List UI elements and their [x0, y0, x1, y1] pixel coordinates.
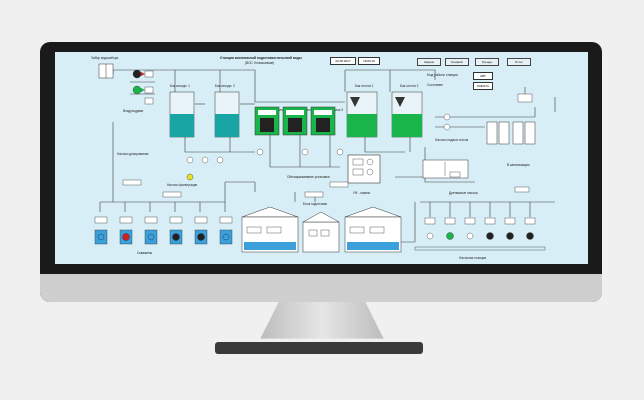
block-prep-label: Блок подготовки — [303, 202, 328, 206]
filtration-pumps-label: Насосы фильтрации — [167, 183, 198, 187]
monitor-chin — [40, 274, 602, 302]
trends-button[interactable]: Тренды — [475, 58, 499, 66]
state-label: Состояние — [427, 83, 443, 87]
page-title: Станция комплексной подготовки питьевой … — [220, 56, 302, 60]
graphs-button[interactable]: Графики — [445, 58, 469, 66]
scada-screen: Станция комплексной подготовки питьевой … — [55, 52, 588, 264]
tank3-label: Бак отстоя 1 — [355, 84, 374, 88]
pump-station-label: Насосная станция — [459, 256, 487, 260]
air-blower-label: Воздуходувки — [123, 109, 144, 113]
mode-label: Мод работы станции — [427, 73, 458, 77]
mode-value[interactable]: АВТ — [473, 72, 493, 80]
time-display: 18:06:19 — [358, 57, 380, 65]
drainage-label: Дренажные насосы — [449, 191, 478, 195]
settler-pumps-label: Насосы подачи отстоя — [435, 138, 469, 142]
alarms-button[interactable]: Аварии — [417, 58, 441, 66]
process-schematic — [94, 63, 556, 253]
uv-label: УФ - лампы — [353, 191, 371, 195]
tank1-label: Бак исходн. 1 — [170, 84, 190, 88]
report-button[interactable]: Отчет — [507, 58, 531, 66]
state-value[interactable]: РАБОТА — [473, 82, 493, 90]
disinfection-label: Обеззараживание установки — [287, 175, 330, 179]
monitor-base — [215, 342, 423, 354]
reagents-label: Насосы дозирования — [117, 152, 149, 156]
monitor-stand — [260, 302, 384, 339]
page-subtitle: (ВОС Успешьевкие) — [245, 61, 275, 65]
intake-label: Забор водозабора — [91, 56, 119, 60]
date-display: 02.08.2017 — [330, 57, 356, 65]
tank4-label: Бак отстоя 2 — [400, 84, 419, 88]
sewer-label: В канализацию — [507, 163, 530, 167]
wells-label: Скважины — [137, 251, 153, 255]
tank2-label: Бак исходн. 2 — [215, 84, 235, 88]
